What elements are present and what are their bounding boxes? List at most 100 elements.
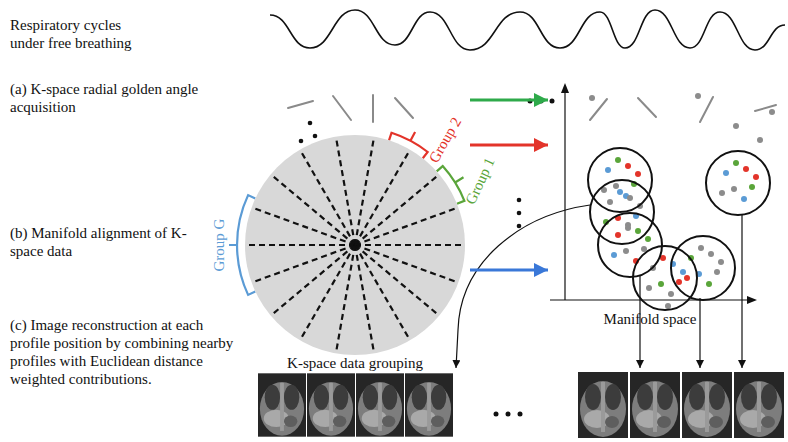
ellipsis-dot [494,412,499,417]
signal-label: Respiratory cycles under free breathing [10,16,155,52]
manifold-point [589,95,595,101]
kspace-spoke [355,151,409,245]
kspace-disk: K-space data grouping [215,88,470,378]
reconstruction-arrows [456,205,742,368]
radial-spoke [395,98,413,118]
reconstructed-images [258,372,784,438]
neighborhood-circle [706,151,770,215]
group-arrow [470,268,548,271]
manifold-point [708,251,714,257]
mri-image [258,373,306,436]
manifold-point [615,157,621,163]
kspace-circle [245,135,465,355]
manifold-point [625,222,631,228]
manifold-point [733,123,739,129]
ellipsis-dot [518,412,523,417]
leader-arrow [741,214,742,368]
mri-image [734,372,784,438]
manifold-point [617,189,623,195]
ellipsis-dot [539,99,544,104]
kspace-spoke [355,245,438,314]
manifold-point [665,303,671,309]
kspace-spoke [254,208,355,245]
axis-line [564,92,565,300]
panel-caption: Manifold space [550,310,750,328]
group-label: Group 2 [425,114,465,166]
kspace-spoke [355,208,456,245]
manifold-point [731,186,737,192]
manifold-point [676,279,682,285]
radial-spoke [288,101,313,108]
mri-image [630,372,680,438]
step-label: (b) Manifold alignment of K-space data [10,224,218,260]
kspace-spoke [355,244,463,246]
radial-spoke [333,96,351,120]
group-label: Group G [210,219,228,272]
axis-line [550,299,748,300]
step-label: (c) Image reconstruction at each profile… [10,316,242,388]
ellipsis-dot [517,198,522,203]
manifold-point [753,174,759,180]
manifold-point [743,166,749,172]
manifold-point [623,248,629,254]
kspace-spoke [355,176,438,245]
manifold-plot: Manifold space [548,80,786,342]
manifold-point [625,163,631,169]
manifold-point [668,291,674,297]
ellipsis-dot [517,211,522,216]
kspace-spoke [247,244,355,246]
ellipsis-dot [517,224,522,229]
axis-arrowhead [747,296,757,304]
ellipsis-dot [299,139,304,144]
mri-image [307,373,355,436]
manifold-point [749,184,755,190]
ellipsis-dot [506,412,511,417]
respiratory-wave [270,10,785,50]
manifold-point [605,167,611,173]
mri-image [405,373,453,436]
kspace-spoke [336,245,355,351]
kspace-spoke [355,245,374,351]
manifold-point [733,160,739,166]
ellipsis-dot [313,134,318,139]
radial-spoke [590,99,607,120]
manifold-point [627,195,633,201]
kspace-spoke [355,245,409,339]
group-arrow [470,143,548,146]
ellipsis-dot [308,121,313,126]
manifold-point [714,269,720,275]
kspace-spoke [355,245,456,282]
ellipsis-dot [550,99,555,104]
axis-arrowhead [561,83,569,93]
kspace-spoke [355,139,374,245]
manifold-point [684,275,690,281]
kspace-spoke [272,176,355,245]
radial-spokes [288,95,776,122]
manifold-point [695,93,701,99]
panel-caption: K-space data grouping [255,354,455,372]
kspace-spoke [254,245,355,282]
manifold-point [635,171,641,177]
step-label: (a) K-space radial golden angle acquisit… [10,80,238,116]
radial-spoke [372,95,374,122]
leader-arrow [456,205,590,368]
manifold-point [741,196,747,202]
ellipsis-dot [528,99,533,104]
manifold-point [645,236,651,242]
manifold-point [613,183,619,189]
radial-spoke [638,98,656,117]
kspace-spoke [301,151,355,245]
manifold-point [658,281,664,287]
manifold-point [719,190,725,196]
manifold-point [706,281,712,287]
group-label: Group 1 [461,155,498,208]
neighborhood-circle [598,213,662,277]
manifold-point [698,245,704,251]
manifold-point [646,285,652,291]
mri-image [356,373,404,436]
manifold-point [607,199,613,205]
manifold-point [757,137,763,143]
